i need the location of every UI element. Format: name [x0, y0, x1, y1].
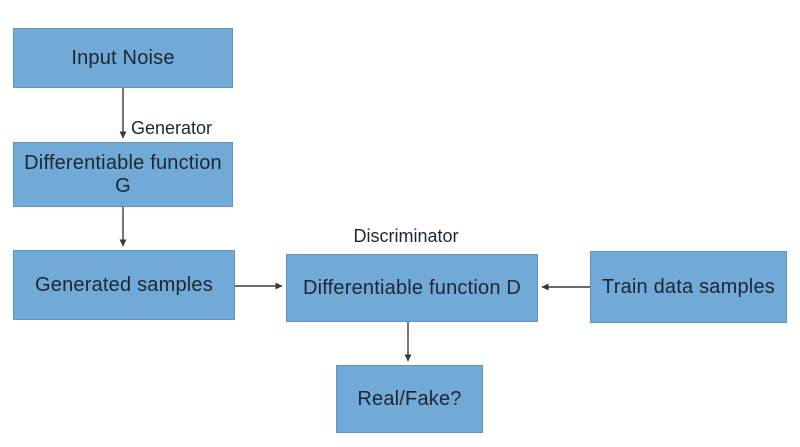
node-train-data-label: Train data samples [602, 275, 775, 298]
node-generated-samples-label: Generated samples [35, 273, 213, 296]
node-function-d-label: Differentiable function D [302, 276, 522, 299]
node-differentiable-function-g: Differentiable function G [13, 142, 233, 207]
node-train-data-samples: Train data samples [590, 251, 787, 323]
node-input-noise: Input Noise [13, 28, 233, 88]
node-real-fake: Real/Fake? [336, 365, 483, 433]
node-input-noise-label: Input Noise [71, 46, 175, 69]
node-function-g-label: Differentiable function G [24, 151, 222, 197]
generator-edge-label: Generator [131, 118, 213, 138]
node-differentiable-function-d: Differentiable function D [286, 254, 538, 322]
node-generated-samples: Generated samples [13, 250, 235, 320]
node-real-fake-label: Real/Fake? [357, 387, 462, 410]
discriminator-edge-label: Discriminator [353, 226, 459, 246]
